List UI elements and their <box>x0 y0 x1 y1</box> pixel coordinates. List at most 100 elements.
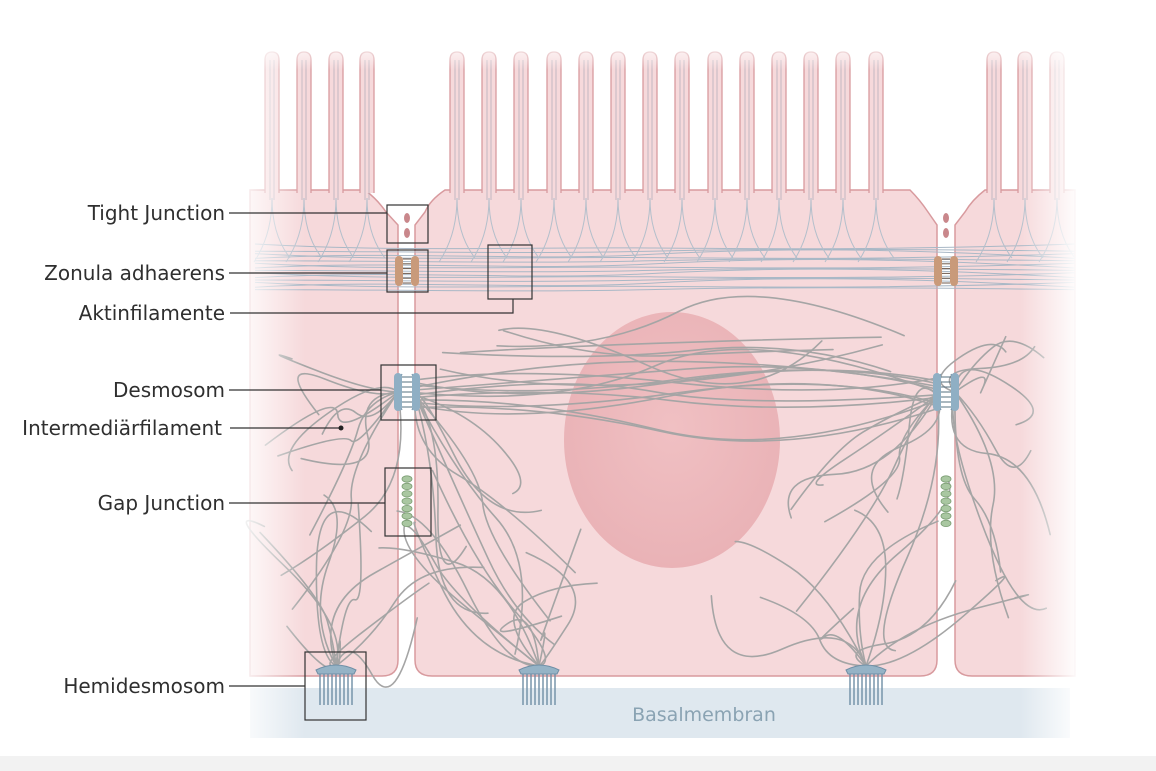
intermediate-filament <box>414 394 551 622</box>
actin-strand <box>254 262 1076 269</box>
intermediate-filament <box>513 582 598 667</box>
actin-rootlet <box>631 197 651 263</box>
intermediate-filament <box>406 525 540 667</box>
intermediate-filament <box>414 382 938 415</box>
actin-strand <box>254 249 1076 259</box>
actin-rootlet <box>438 197 458 263</box>
intermediate-filament <box>329 582 430 667</box>
intermediate-filament <box>883 394 940 652</box>
desmosome-left <box>394 373 420 411</box>
actin-strand <box>254 253 1076 259</box>
intermediate-filament <box>321 391 399 435</box>
microvillus <box>803 51 819 193</box>
adhaerens-plaque <box>395 256 403 286</box>
desmosome-plaque <box>412 373 420 411</box>
intermediate-filament <box>496 295 905 348</box>
intermediate-filament <box>498 327 823 385</box>
intermediate-filament <box>414 394 522 495</box>
actin-rootlet <box>792 197 812 263</box>
actin-rootlet <box>470 197 490 263</box>
intermediate-filament <box>414 383 938 402</box>
hemidesmosomes <box>315 664 887 705</box>
intermediate-filament <box>538 528 582 667</box>
zonula-adhaerens-left <box>395 256 419 286</box>
microvillus <box>449 51 465 193</box>
intermediate-filament <box>499 615 563 667</box>
actin-rootlet <box>975 197 995 263</box>
intermediate-filament <box>414 406 938 442</box>
intermediate-filament <box>413 394 576 574</box>
intermediate-filament <box>896 387 938 500</box>
intermediate-filament <box>280 391 402 577</box>
gap-junction-right <box>940 475 952 528</box>
intermediate-filament <box>459 336 882 354</box>
intermediate-filament <box>865 575 1006 667</box>
actin-rootlet <box>502 197 522 263</box>
intermediate-filament <box>414 394 468 565</box>
actin-strand <box>254 272 1076 279</box>
microvillus <box>707 51 723 193</box>
connexon <box>401 482 413 490</box>
microvillus <box>359 51 375 193</box>
actin-rootlet <box>567 197 587 263</box>
intermediate-filament <box>329 524 462 667</box>
desmosome-plaque <box>933 373 941 411</box>
intermediate-filament <box>787 394 938 519</box>
connexon <box>401 504 413 513</box>
intermediate-filament <box>414 393 543 514</box>
actin-strand <box>254 287 1076 292</box>
microvillus <box>674 51 690 193</box>
intermediate-filament <box>954 335 1007 394</box>
zonula-adhaerens-right <box>934 256 958 286</box>
label-desmosom: Desmosom <box>113 378 225 402</box>
actin-rootlet <box>728 197 748 263</box>
adhaerens-plaque <box>411 256 419 286</box>
intermediate-filaments <box>245 295 1051 688</box>
connexon <box>401 497 413 505</box>
intermediate-filament <box>824 394 938 523</box>
desmosome-plaque <box>394 373 402 411</box>
actin-rootlet <box>824 197 844 263</box>
label-gap-junction: Gap Junction <box>98 491 225 515</box>
microvillus <box>868 51 884 193</box>
box-aktinfilamente <box>487 244 533 300</box>
intermediate-filament <box>414 369 938 392</box>
intermediate-filament <box>431 469 547 667</box>
intermediate-filament <box>441 346 892 373</box>
intermediate-filament <box>277 391 399 457</box>
intermediate-filament <box>414 348 938 398</box>
actin-rootlet <box>663 197 683 263</box>
actin-strand <box>254 268 1076 273</box>
microvillus <box>986 51 1002 193</box>
label-hemidesmosom: Hemidesmosom <box>63 674 225 698</box>
label-basalmembran: Basalmembran <box>632 704 776 726</box>
intermediate-filament <box>319 494 339 667</box>
intermediate-filament <box>855 580 957 667</box>
microvilli <box>264 51 1065 200</box>
label-aktinfilamente: Aktinfilamente <box>79 301 225 325</box>
connexon <box>940 475 952 483</box>
intermediate-filament <box>335 503 362 667</box>
connexon <box>940 504 952 513</box>
box-tight-junction <box>386 204 429 244</box>
intermediate-filament <box>795 394 938 612</box>
hemidesmosome-plaque <box>845 664 887 675</box>
box-gap-junction <box>384 467 432 537</box>
microvillus <box>546 51 562 193</box>
intermediate-filament <box>413 521 540 667</box>
connexon <box>940 512 952 520</box>
intermediate-filament <box>414 399 938 441</box>
actin-strand <box>254 281 1076 288</box>
intermediate-filament <box>378 547 540 667</box>
intermediate-filament <box>939 343 1007 393</box>
intermediate-filament <box>439 344 884 387</box>
intermediate-filament <box>525 551 577 667</box>
actin-rootlet <box>760 197 780 263</box>
intermediate-filament <box>734 540 867 667</box>
fade-top <box>235 40 1080 70</box>
intermediate-filament <box>414 391 938 409</box>
basement-membrane <box>250 688 1070 738</box>
connexon <box>940 519 952 528</box>
connexon <box>401 519 413 528</box>
